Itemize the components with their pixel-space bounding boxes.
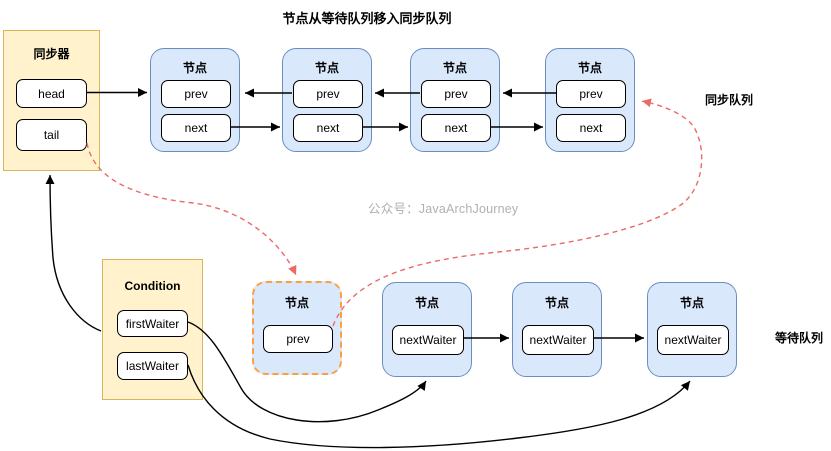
sync-node-1-title: 节点 — [182, 61, 207, 75]
sync-node-2: 节点 prev next — [282, 48, 372, 152]
watermark-text: 公众号：JavaArchJourney — [368, 202, 519, 216]
sync-node-2-prev-field: prev — [293, 80, 363, 108]
wait-node-2-nextwaiter-field: nextWaiter — [522, 325, 594, 355]
sync-node-4-prev-field: prev — [556, 80, 626, 108]
sync-node-1: 节点 prev next — [150, 48, 240, 152]
last-waiter-field: lastWaiter — [117, 352, 188, 380]
sync-queue-label: 同步队列 — [705, 93, 754, 107]
synchronizer-box: 同步器 head tail — [3, 30, 100, 171]
sync-node-2-next-field: next — [293, 114, 363, 142]
wait-node-3-nextwaiter-field: nextWaiter — [657, 325, 729, 355]
first-waiter-field: firstWaiter — [117, 310, 188, 337]
sync-node-4: 节点 prev next — [545, 48, 635, 152]
condition-title: Condition — [124, 279, 181, 293]
condition-box: Condition firstWaiter lastWaiter — [102, 259, 203, 400]
head-field: head — [16, 79, 87, 108]
wait-node-3-title: 节点 — [679, 296, 704, 310]
wait-node-2-title: 节点 — [544, 296, 569, 310]
sync-node-1-next-field: next — [161, 114, 231, 142]
sync-node-2-title: 节点 — [314, 61, 339, 75]
sync-node-3-title: 节点 — [442, 61, 467, 75]
sync-node-4-title: 节点 — [577, 61, 602, 75]
diagram-title: 节点从等待队列移入同步队列 — [282, 11, 452, 26]
sync-node-3-next-field: next — [421, 114, 491, 142]
moving-node-prev-field: prev — [263, 325, 333, 353]
wait-node-3: 节点 nextWaiter — [647, 282, 737, 377]
sync-node-4-next-field: next — [556, 114, 626, 142]
moving-node-title: 节点 — [284, 296, 309, 310]
arrow-condition-to-synchronizer — [45, 174, 102, 332]
sync-node-3: 节点 prev next — [410, 48, 500, 152]
wait-queue-label: 等待队列 — [775, 331, 824, 345]
wait-node-1-title: 节点 — [414, 296, 439, 310]
tail-field: tail — [16, 119, 87, 151]
arrow-lastwaiter-to-waitnode3 — [187, 364, 691, 449]
sync-node-3-prev-field: prev — [421, 80, 491, 108]
transfer-arrow-tail-to-moving-node — [86, 142, 297, 276]
wait-node-2: 节点 nextWaiter — [512, 282, 602, 377]
moving-node: 节点 prev — [252, 281, 342, 375]
wait-node-1-nextwaiter-field: nextWaiter — [392, 325, 464, 355]
synchronizer-title: 同步器 — [33, 47, 70, 61]
wait-node-1: 节点 nextWaiter — [382, 282, 472, 377]
sync-node-1-prev-field: prev — [161, 80, 231, 108]
